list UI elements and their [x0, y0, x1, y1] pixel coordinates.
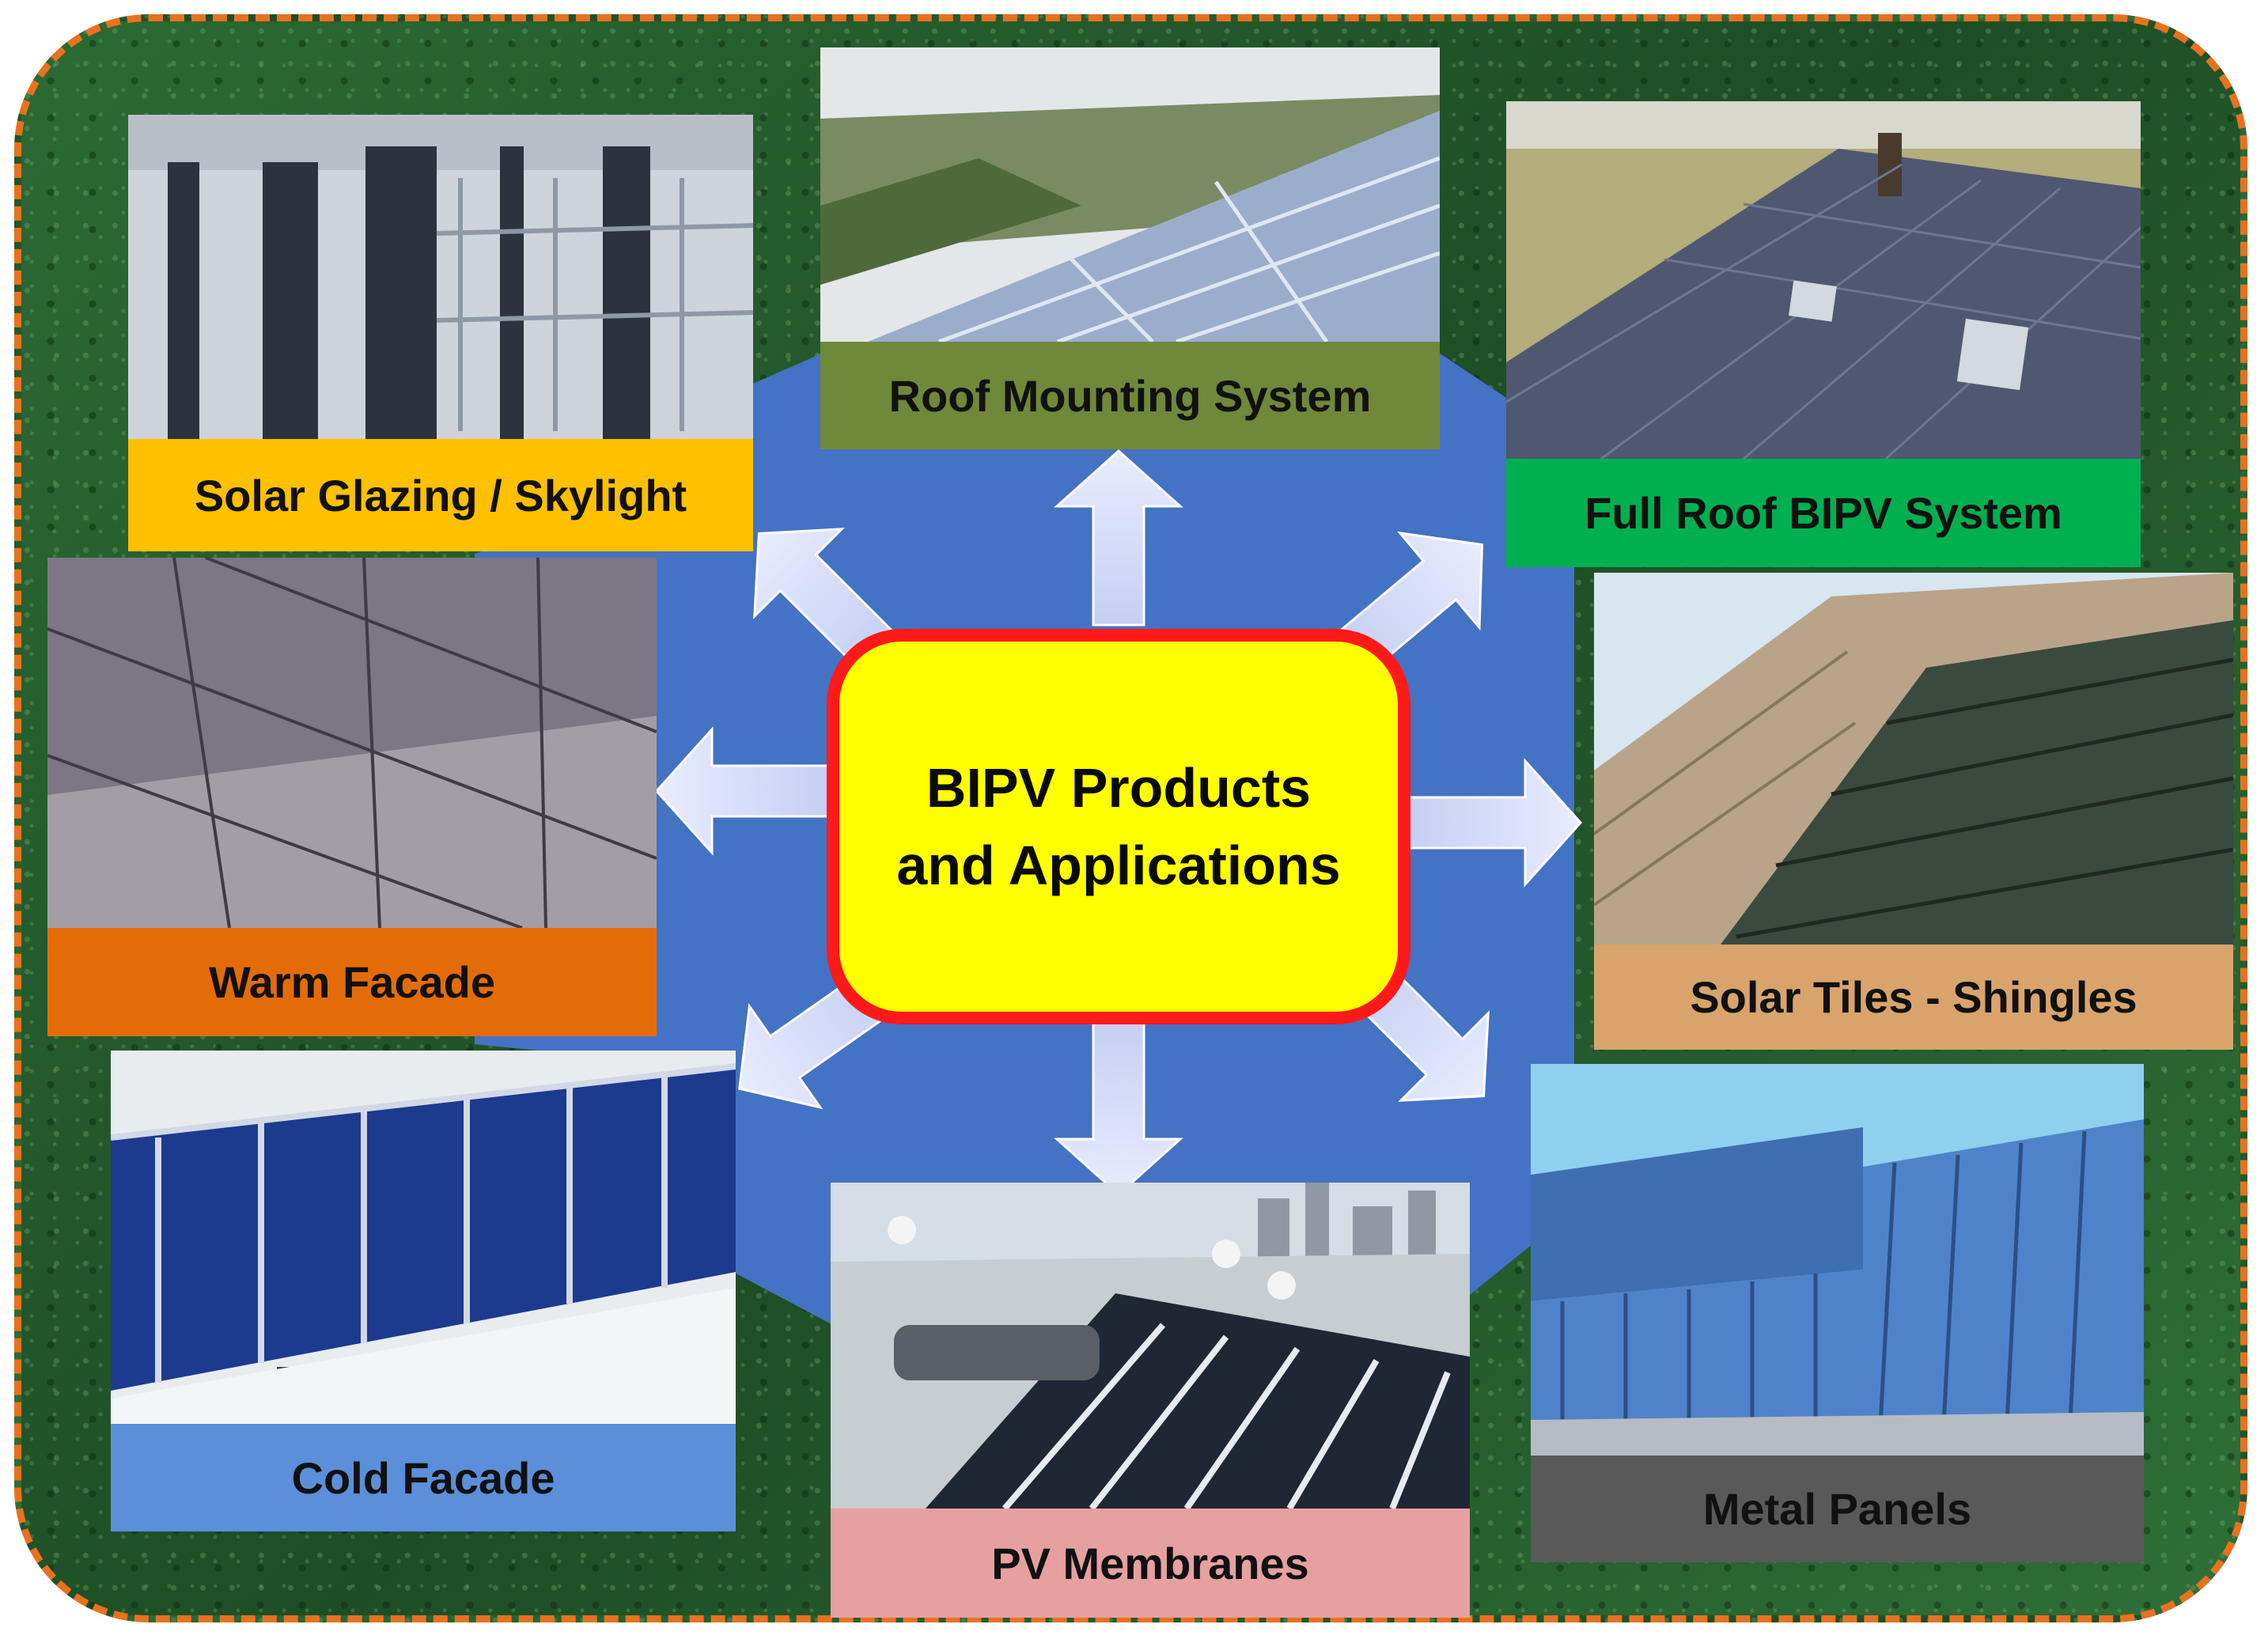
product-card-pv-membranes: PV Membranes: [831, 1183, 1470, 1618]
product-card-solar-glazing: Solar Glazing / Skylight: [128, 115, 753, 551]
label-warm-facade: Warm Facade: [47, 928, 657, 1036]
product-card-cold-facade: Cold Facade: [111, 1051, 736, 1531]
label-cold-facade: Cold Facade: [111, 1424, 736, 1531]
center-title-line2: and Applications: [896, 835, 1341, 896]
label-pv-membranes: PV Membranes: [831, 1509, 1470, 1618]
product-card-full-roof: Full Roof BIPV System: [1506, 101, 2141, 567]
label-solar-glazing: Solar Glazing / Skylight: [128, 439, 753, 551]
cold-facade-photo: [111, 1051, 736, 1424]
label-metal-panels: Metal Panels: [1531, 1456, 2144, 1562]
warm-facade-photo: [47, 558, 657, 928]
arrow-left-icon: [654, 726, 832, 856]
pv-membranes-photo: [831, 1183, 1470, 1509]
product-card-warm-facade: Warm Facade: [47, 558, 657, 1036]
product-card-solar-tiles: Solar Tiles - Shingles: [1594, 573, 2233, 1050]
solar-tiles-photo: [1594, 573, 2233, 945]
solar-glazing-photo: [128, 115, 753, 439]
arrow-up-icon: [1054, 449, 1183, 627]
center-title-line1: BIPV Products: [926, 757, 1312, 819]
label-solar-tiles: Solar Tiles - Shingles: [1594, 945, 2233, 1050]
arrow-down-icon: [1054, 1019, 1183, 1197]
product-card-metal-panels: Metal Panels: [1531, 1064, 2144, 1562]
roof-mounting-photo: [820, 47, 1440, 342]
full-roof-photo: [1506, 101, 2141, 459]
metal-panels-photo: [1531, 1064, 2144, 1456]
label-roof-mounting: Roof Mounting System: [820, 342, 1440, 449]
arrow-right-icon: [1405, 758, 1583, 888]
label-full-roof: Full Roof BIPV System: [1506, 459, 2141, 567]
center-title-box: BIPV Products and Applications: [827, 629, 1410, 1024]
product-card-roof-mounting: Roof Mounting System: [820, 47, 1440, 449]
